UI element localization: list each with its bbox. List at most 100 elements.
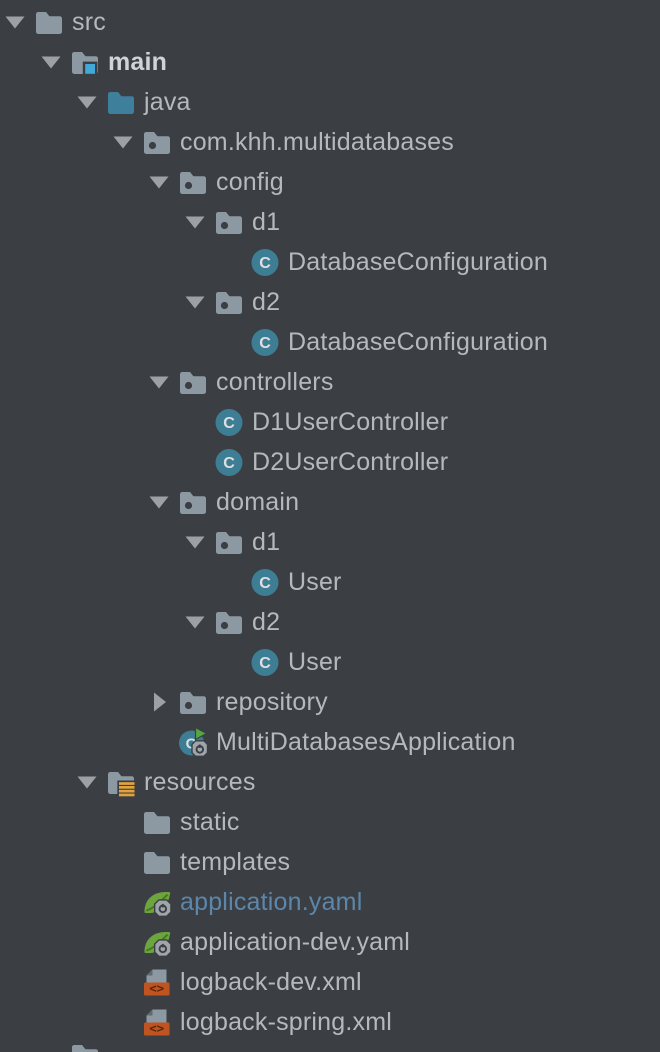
tree-row-config-d1[interactable]: d1 — [0, 202, 660, 242]
tree-row-label: src — [72, 7, 106, 36]
toggle-spacer — [216, 647, 246, 677]
java-class-icon — [250, 327, 280, 357]
tree-row-java[interactable]: java — [0, 82, 660, 122]
tree-row-label: User — [288, 567, 342, 596]
tree-row-application-dev-yaml[interactable]: application-dev.yaml — [0, 922, 660, 962]
tree-row-domain-d2-user[interactable]: User — [0, 642, 660, 682]
toggle-spacer — [108, 967, 138, 997]
expanded-arrow-icon[interactable] — [72, 87, 102, 117]
tree-row-label: com.khh.multidatabases — [180, 127, 454, 156]
tree-row-label: d2 — [252, 607, 281, 636]
tree-row-label: domain — [216, 487, 300, 516]
tree-row-label: application-dev.yaml — [180, 927, 411, 956]
tree-row-application-yaml[interactable]: application.yaml — [0, 882, 660, 922]
tree-row-resources[interactable]: resources — [0, 762, 660, 802]
package-folder-icon — [178, 367, 208, 397]
spring-boot-run-class-icon — [178, 727, 208, 757]
expanded-arrow-icon[interactable] — [0, 7, 30, 37]
tree-row-label: D1UserController — [252, 407, 449, 436]
tree-row-src[interactable]: src — [0, 2, 660, 42]
tree-row-label: MultiDatabasesApplication — [216, 727, 516, 756]
tree-row-label: controllers — [216, 367, 334, 396]
xml-file-icon — [142, 967, 172, 997]
expanded-arrow-icon[interactable] — [180, 287, 210, 317]
sources-root-folder-icon — [106, 87, 136, 117]
tree-row-d1usercontroller[interactable]: D1UserController — [0, 402, 660, 442]
tree-row-logback-spring-xml[interactable]: logback-spring.xml — [0, 1002, 660, 1042]
toggle-spacer — [216, 247, 246, 277]
java-class-icon — [250, 567, 280, 597]
expanded-arrow-icon[interactable] — [108, 127, 138, 157]
tree-row-config-d2[interactable]: d2 — [0, 282, 660, 322]
tree-row-label: logback-spring.xml — [180, 1007, 393, 1036]
package-folder-icon — [214, 527, 244, 557]
tree-row-config-d1-databaseconfiguration[interactable]: DatabaseConfiguration — [0, 242, 660, 282]
expanded-arrow-icon[interactable] — [36, 47, 66, 77]
toggle-spacer — [108, 887, 138, 917]
java-class-icon — [250, 647, 280, 677]
tree-row-repository[interactable]: repository — [0, 682, 660, 722]
tree-row-label: java — [144, 87, 191, 116]
tree-row-label: templates — [180, 847, 291, 876]
tree-row-d2usercontroller[interactable]: D2UserController — [0, 442, 660, 482]
folder-icon — [142, 807, 172, 837]
tree-row-domain-d1-user[interactable]: User — [0, 562, 660, 602]
toggle-spacer — [180, 407, 210, 437]
expanded-arrow-icon[interactable] — [72, 767, 102, 797]
java-class-icon — [214, 407, 244, 437]
tree-row-templates[interactable]: templates — [0, 842, 660, 882]
tree-row-main[interactable]: main — [0, 42, 660, 82]
tree-row-label: d2 — [252, 287, 281, 316]
toggle-spacer — [108, 927, 138, 957]
tree-row-label: resources — [144, 767, 256, 796]
toggle-spacer — [216, 327, 246, 357]
expanded-arrow-icon[interactable] — [180, 207, 210, 237]
toggle-spacer — [216, 567, 246, 597]
package-folder-icon — [142, 127, 172, 157]
package-folder-icon — [178, 687, 208, 717]
tree-row-label: DatabaseConfiguration — [288, 247, 548, 276]
tree-row-logback-dev-xml[interactable]: logback-dev.xml — [0, 962, 660, 1002]
spring-config-file-icon — [142, 887, 172, 917]
toggle-spacer — [144, 727, 174, 757]
tree-row-label: D2UserController — [252, 447, 449, 476]
toggle-spacer — [108, 1007, 138, 1037]
expanded-arrow-icon[interactable] — [144, 367, 174, 397]
collapsed-arrow-icon[interactable] — [144, 687, 174, 717]
package-folder-icon — [178, 487, 208, 517]
folder-icon — [70, 1040, 100, 1052]
tree-row-label: d1 — [252, 527, 281, 556]
module-source-folder-icon — [70, 47, 100, 77]
xml-file-icon — [142, 1007, 172, 1037]
tree-row-label: config — [216, 167, 284, 196]
tree-row-label: repository — [216, 687, 328, 716]
folder-icon — [142, 847, 172, 877]
java-class-icon — [250, 247, 280, 277]
tree-row-domain[interactable]: domain — [0, 482, 660, 522]
folder-icon — [34, 7, 64, 37]
tree-row-controllers[interactable]: controllers — [0, 362, 660, 402]
tree-row-multidatabasesapplication[interactable]: MultiDatabasesApplication — [0, 722, 660, 762]
spring-config-file-icon — [142, 927, 172, 957]
expanded-arrow-icon[interactable] — [144, 167, 174, 197]
tree-row-static[interactable]: static — [0, 802, 660, 842]
toggle-spacer — [36, 1040, 66, 1052]
package-folder-icon — [214, 287, 244, 317]
expanded-arrow-icon[interactable] — [180, 607, 210, 637]
tree-row-domain-d2[interactable]: d2 — [0, 602, 660, 642]
java-class-icon — [214, 447, 244, 477]
tree-row-label: static — [180, 807, 240, 836]
tree-row-config-d2-databaseconfiguration[interactable]: DatabaseConfiguration — [0, 322, 660, 362]
package-folder-icon — [214, 207, 244, 237]
expanded-arrow-icon[interactable] — [144, 487, 174, 517]
package-folder-icon — [214, 607, 244, 637]
tree-row-config[interactable]: config — [0, 162, 660, 202]
tree-row-partial[interactable] — [0, 1035, 660, 1052]
toggle-spacer — [108, 847, 138, 877]
expanded-arrow-icon[interactable] — [180, 527, 210, 557]
tree-row-domain-d1[interactable]: d1 — [0, 522, 660, 562]
toggle-spacer — [108, 807, 138, 837]
tree-row-com-khh-multidatabases[interactable]: com.khh.multidatabases — [0, 122, 660, 162]
tree-row-label: DatabaseConfiguration — [288, 327, 548, 356]
